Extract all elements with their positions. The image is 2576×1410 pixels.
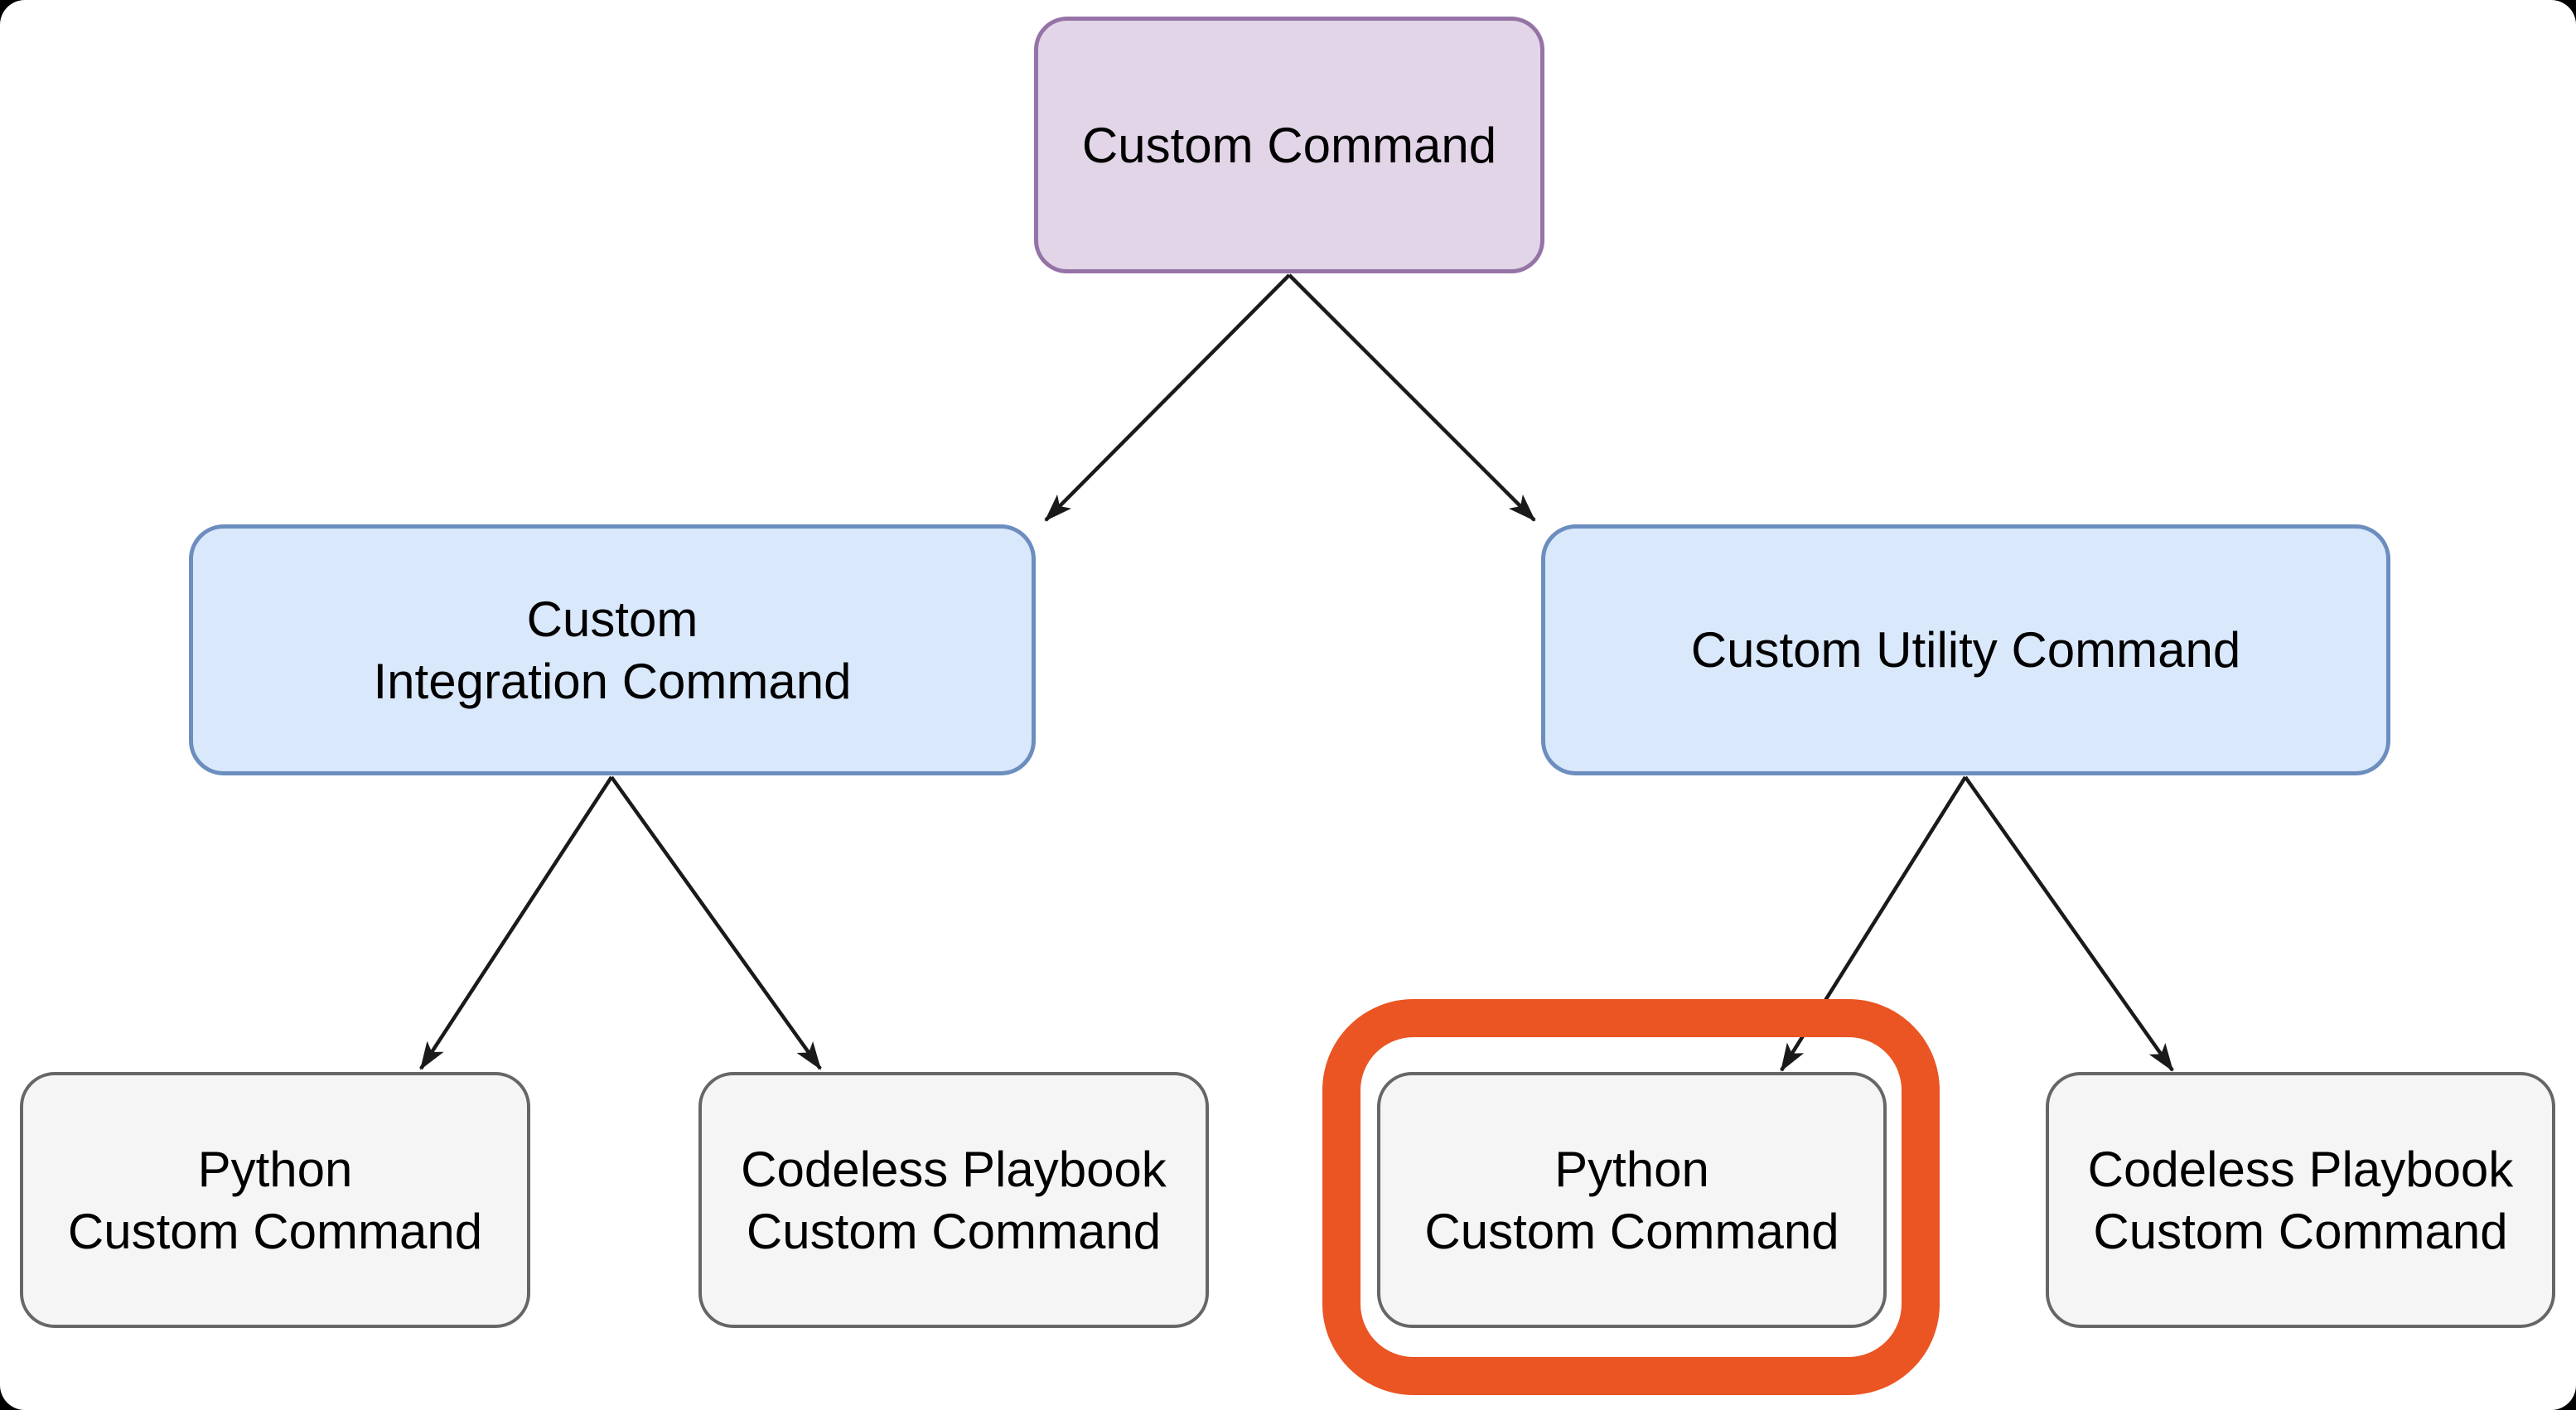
node-codeless-playbook-custom-command-utility: Codeless Playbook Custom Command — [2046, 1072, 2555, 1328]
node-python-custom-command-integration: Python Custom Command — [20, 1072, 530, 1328]
node-codeless-playbook-custom-command-integration-label: Codeless Playbook Custom Command — [741, 1141, 1167, 1259]
arrow-integration-to-python — [419, 775, 613, 1070]
node-custom-command-label: Custom Command — [1081, 117, 1497, 173]
arrow-integration-to-codeless — [610, 775, 822, 1070]
node-custom-command: Custom Command — [1034, 17, 1544, 273]
node-python-custom-command-integration-label: Python Custom Command — [67, 1141, 483, 1259]
node-custom-integration-command: Custom Integration Command — [189, 524, 1036, 775]
node-codeless-playbook-custom-command-utility-label: Codeless Playbook Custom Command — [2087, 1141, 2514, 1259]
arrow-root-to-integration — [1044, 273, 1291, 522]
arrow-root-to-utility — [1288, 273, 1536, 522]
node-python-custom-command-utility-label: Python Custom Command — [1424, 1141, 1839, 1259]
arrow-utility-to-codeless — [1964, 775, 2174, 1072]
node-python-custom-command-utility: Python Custom Command — [1377, 1072, 1887, 1328]
node-custom-integration-command-label: Custom Integration Command — [373, 591, 852, 709]
node-codeless-playbook-custom-command-integration: Codeless Playbook Custom Command — [698, 1072, 1209, 1328]
node-custom-utility-command: Custom Utility Command — [1541, 524, 2390, 775]
node-custom-utility-command-label: Custom Utility Command — [1690, 622, 2241, 678]
highlight-ring — [1322, 999, 1940, 1395]
